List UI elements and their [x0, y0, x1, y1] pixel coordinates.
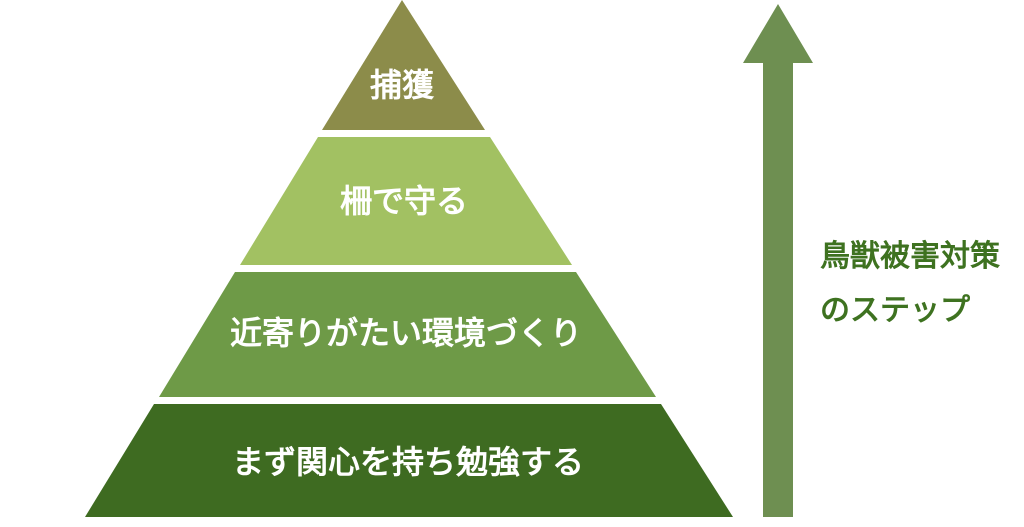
- pyramid-level-2-shape: [240, 137, 572, 265]
- pyramid-level-2-label: 柵で守る: [340, 183, 468, 219]
- pyramid-level-4-shape: [85, 404, 733, 517]
- pyramid-level-3-shape: [159, 272, 656, 397]
- up-arrow-icon: [743, 4, 813, 517]
- side-title-line2: のステップ: [820, 294, 971, 327]
- pyramid-level-4-label: まず関心を持ち勉強する: [232, 444, 584, 480]
- side-title-line1: 鳥獣被害対策: [820, 239, 1000, 273]
- pyramid-level-1-shape: [322, 0, 485, 130]
- pyramid-level-1-label: 捕獲: [370, 67, 435, 103]
- pyramid-level-3-label: 近寄りがたい環境づくり: [230, 315, 582, 351]
